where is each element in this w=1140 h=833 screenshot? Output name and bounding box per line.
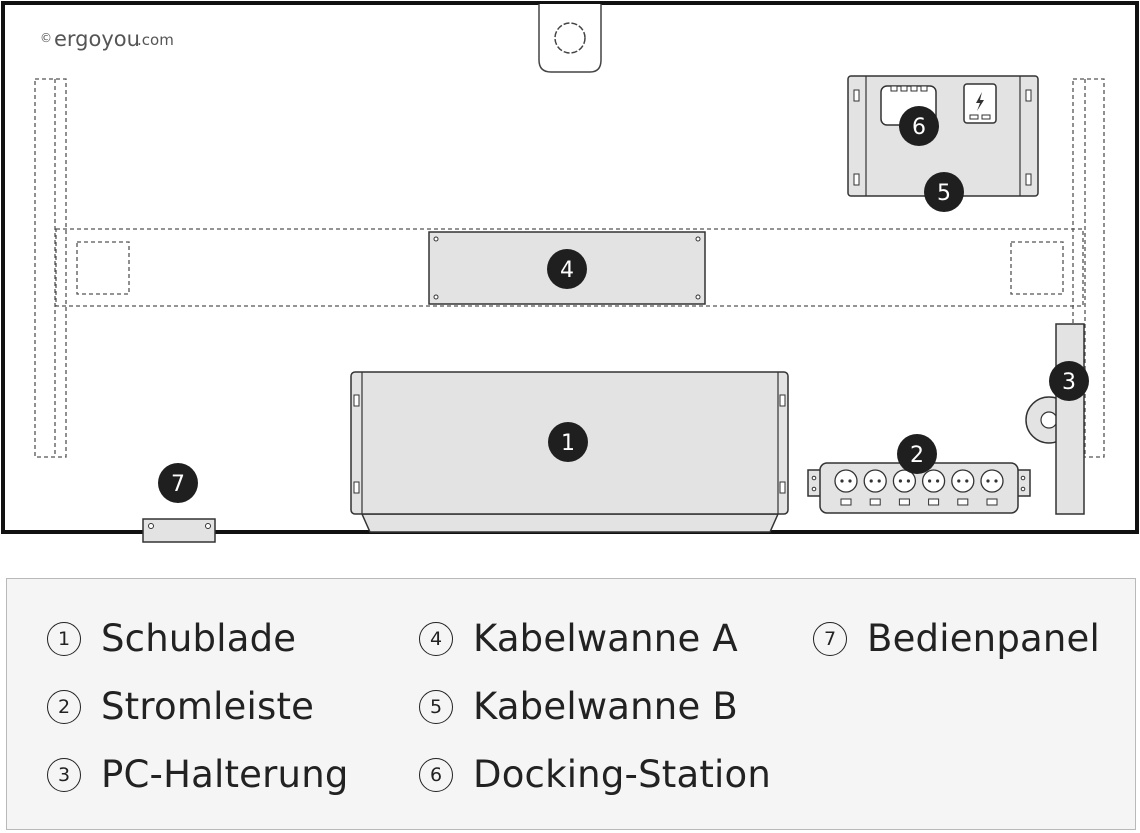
legend: 1 Schublade 2 Stromleiste 3 PC-Halterung… bbox=[6, 578, 1136, 830]
svg-text:5: 5 bbox=[937, 181, 951, 206]
control-panel bbox=[142, 518, 216, 543]
legend-label: PC-Halterung bbox=[101, 753, 349, 796]
marker-1: 1 bbox=[548, 422, 588, 462]
logo-copyright: © bbox=[40, 31, 52, 45]
legend-label: Schublade bbox=[101, 617, 297, 660]
legend-number: 6 bbox=[419, 757, 453, 792]
marker-3: 3 bbox=[1049, 361, 1089, 401]
marker-2: 2 bbox=[897, 434, 937, 474]
svg-text:2: 2 bbox=[910, 443, 924, 468]
legend-label: Docking-Station bbox=[473, 753, 772, 796]
legend-item-3: 3 PC-Halterung bbox=[47, 753, 349, 796]
svg-text:3: 3 bbox=[1062, 370, 1076, 395]
legend-number: 1 bbox=[47, 621, 81, 656]
lightning-icon bbox=[976, 92, 984, 111]
legend-label: Kabelwanne B bbox=[473, 685, 738, 728]
logo-name: ergoyou bbox=[54, 27, 140, 51]
power-socket bbox=[863, 469, 887, 506]
legend-item-7: 7 Bedienpanel bbox=[813, 617, 1100, 660]
marker-7: 7 bbox=[158, 463, 198, 503]
marker-5: 5 bbox=[924, 172, 964, 212]
power-socket bbox=[980, 469, 1004, 506]
svg-text:7: 7 bbox=[171, 472, 185, 497]
svg-text:4: 4 bbox=[560, 258, 574, 283]
desk-diagram: © ergoyou .com bbox=[1, 1, 1139, 543]
legend-item-6: 6 Docking-Station bbox=[419, 753, 771, 796]
legend-label: Bedienpanel bbox=[867, 617, 1100, 660]
legend-label: Stromleiste bbox=[101, 685, 315, 728]
cable-grommet bbox=[538, 4, 602, 73]
svg-text:6: 6 bbox=[912, 115, 926, 140]
power-socket bbox=[834, 469, 858, 506]
legend-label: Kabelwanne A bbox=[473, 617, 738, 660]
power-socket bbox=[921, 469, 946, 506]
charging-pad bbox=[963, 83, 997, 124]
legend-number: 4 bbox=[419, 621, 453, 656]
legend-item-4: 4 Kabelwanne A bbox=[419, 617, 738, 660]
power-socket bbox=[892, 469, 917, 506]
ergoyou-logo: © ergoyou .com bbox=[40, 27, 174, 51]
frame-crossbar bbox=[55, 228, 1084, 307]
legend-item-1: 1 Schublade bbox=[47, 617, 296, 660]
marker-4: 4 bbox=[547, 249, 587, 289]
legend-item-5: 5 Kabelwanne B bbox=[419, 685, 738, 728]
svg-text:1: 1 bbox=[561, 431, 575, 456]
right-leg bbox=[1072, 78, 1105, 458]
power-socket bbox=[951, 469, 975, 506]
legend-number: 3 bbox=[47, 757, 81, 792]
logo-suffix: .com bbox=[137, 31, 174, 49]
pc-holder bbox=[1025, 323, 1085, 515]
marker-6: 6 bbox=[899, 106, 939, 146]
legend-number: 5 bbox=[419, 689, 453, 724]
legend-number: 2 bbox=[47, 689, 81, 724]
left-leg bbox=[34, 78, 67, 458]
legend-number: 7 bbox=[813, 621, 847, 656]
legend-item-2: 2 Stromleiste bbox=[47, 685, 314, 728]
